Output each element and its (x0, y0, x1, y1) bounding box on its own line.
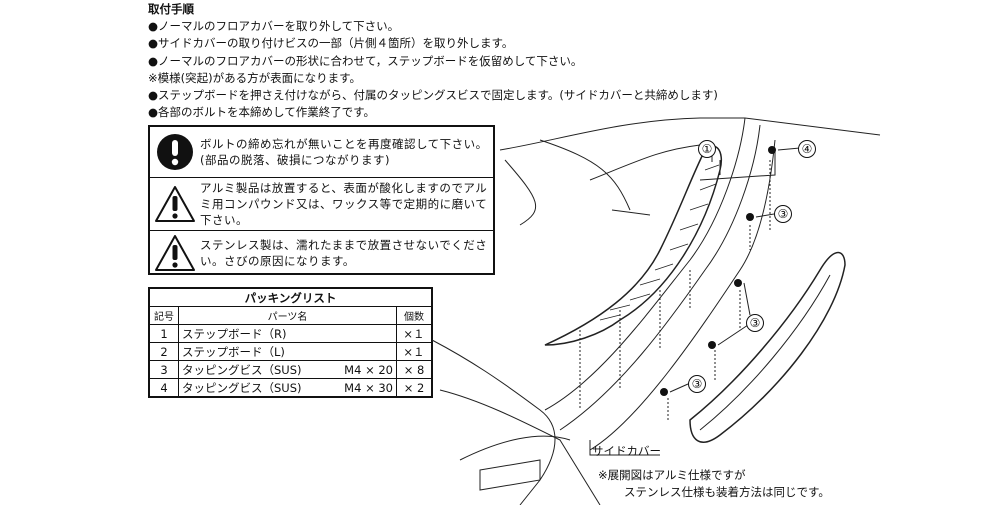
step-note: ※模様(突起)がある方が表面になります。 (148, 70, 361, 85)
callout-1: ① (698, 140, 716, 158)
steps-title: 取付手順 (148, 2, 194, 16)
side-cover-label: サイドカバー (592, 444, 661, 458)
diagram-note: ステンレス仕様も装着方法は同じです。 (624, 485, 830, 499)
warning-row: アルミ製品は放置すると、表面が酸化しますのでアルミ用コンパウンド又は、ワックス等… (150, 177, 493, 231)
installation-steps: 取付手順 ●ノーマルのフロアカバーを取り外して下さい。 ●サイドカバーの取り付け… (148, 1, 718, 121)
warning-text: ボルトの締め忘れが無いことを再度確認して下さい。(部品の脱落、破損につながります… (200, 137, 488, 167)
callout-3: ③ (688, 375, 706, 393)
warning-triangle-icon (150, 177, 200, 230)
row-name: タッピングビス（SUS) (177, 360, 330, 379)
row-size: M4 × 30 (329, 378, 397, 398)
callout-3: ③ (774, 205, 792, 223)
step: ●ステップボードを押さえ付けながら、付属のタッピングスビスで固定します。(サイド… (148, 88, 718, 103)
warning-box: ボルトの締め忘れが無いことを再度確認して下さい。(部品の脱落、破損につながります… (148, 125, 495, 275)
warning-text: ステンレス製は、濡れたままで放置させないでください。さびの原因になります。 (200, 237, 488, 268)
step: ●各部のボルトを本締めして作業終了です。 (148, 105, 376, 120)
diagram-note: ※展開図はアルミ仕様ですが (598, 468, 746, 482)
row-qty: × 2 (396, 378, 433, 398)
warning-row: ステンレス製は、濡れたままで放置させないでください。さびの原因になります。 (150, 230, 493, 275)
step: ●ノーマルのフロアカバーを取り外して下さい。 (148, 19, 400, 34)
prohibition-exclamation-icon (150, 127, 200, 177)
step: ●ノーマルのフロアカバーの形状に合わせて，ステップボードを仮留めして下さい。 (148, 53, 583, 68)
row-size: M4 × 20 (329, 360, 397, 379)
row-qty: ×１ (396, 342, 433, 361)
row-name: タッピングビス（SUS) (177, 378, 330, 398)
warning-text: アルミ製品は放置すると、表面が酸化しますのでアルミ用コンパウンド又は、ワックス等… (200, 180, 488, 227)
callout-4: ④ (798, 140, 816, 158)
warning-triangle-icon (150, 230, 200, 275)
row-qty: × 8 (396, 360, 433, 379)
callout-3: ③ (746, 314, 764, 332)
warning-row: ボルトの締め忘れが無いことを再度確認して下さい。(部品の脱落、破損につながります… (150, 127, 493, 178)
step: ●サイドカバーの取り付けビスの一部（片側４箇所）を取り外します。 (148, 36, 514, 51)
row-no: 3 (148, 360, 179, 379)
